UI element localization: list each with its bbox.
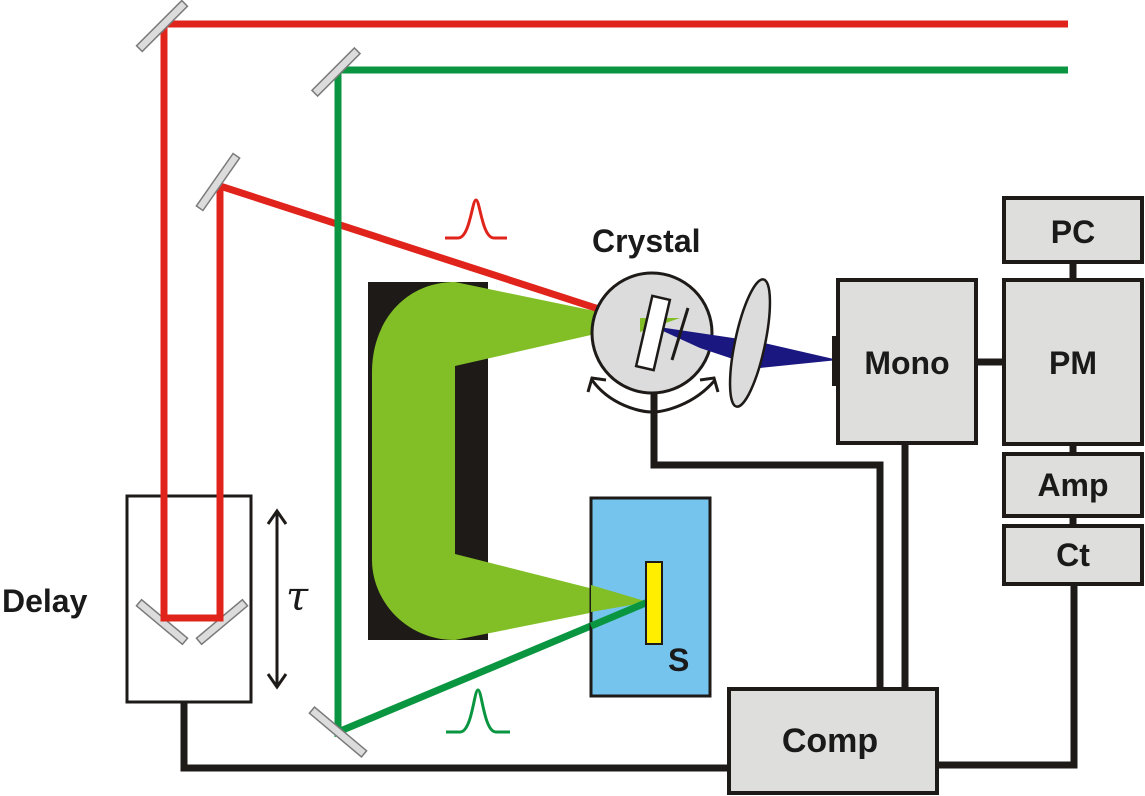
sample-green-beam-tip xyxy=(589,598,650,630)
red-pulse-icon xyxy=(445,198,507,240)
pc-box xyxy=(1002,196,1144,264)
ct-label: Ct xyxy=(1056,537,1090,573)
rotation-arrowhead-left xyxy=(586,376,607,393)
pc-label: PC xyxy=(1051,214,1095,250)
amp-label: Amp xyxy=(1037,467,1108,503)
sample-green-cone-tip xyxy=(591,585,648,612)
mono-label: Mono xyxy=(864,345,949,381)
mirror-green-top xyxy=(310,46,362,98)
delay-label: Delay xyxy=(2,583,88,619)
tau-label: τ xyxy=(286,574,309,620)
green-beam-path xyxy=(334,66,1068,738)
amplifier-box xyxy=(1002,452,1144,518)
delay-red-path xyxy=(160,480,224,622)
luminescence-collection-beam xyxy=(372,282,648,640)
filter-line xyxy=(670,307,690,361)
wire-comp-ct xyxy=(936,585,1078,769)
photomultiplier-box xyxy=(1002,278,1144,446)
crystal-label: Crystal xyxy=(592,223,701,259)
mirror-red-upper xyxy=(195,152,241,212)
wire-crystal-comp xyxy=(650,392,884,690)
computer-box xyxy=(727,687,939,795)
lens xyxy=(728,278,772,408)
comp-label: Comp xyxy=(782,722,878,760)
counter-box xyxy=(1002,524,1144,586)
delay-stage xyxy=(125,494,253,704)
mono-entrance-slit xyxy=(832,336,838,386)
green-pulse-icon xyxy=(446,688,510,734)
sample-label: S xyxy=(668,642,689,678)
pm-label: PM xyxy=(1049,345,1097,381)
delay-travel-arrow-icon xyxy=(266,508,288,690)
nonlinear-crystal xyxy=(634,294,672,372)
monochromator xyxy=(836,278,978,445)
wire-delay-comp xyxy=(180,702,730,772)
sample xyxy=(645,561,663,645)
mirror-green-bottom xyxy=(308,706,368,758)
rotation-arrowhead-right xyxy=(699,376,720,393)
mirror-top-left xyxy=(135,0,189,53)
